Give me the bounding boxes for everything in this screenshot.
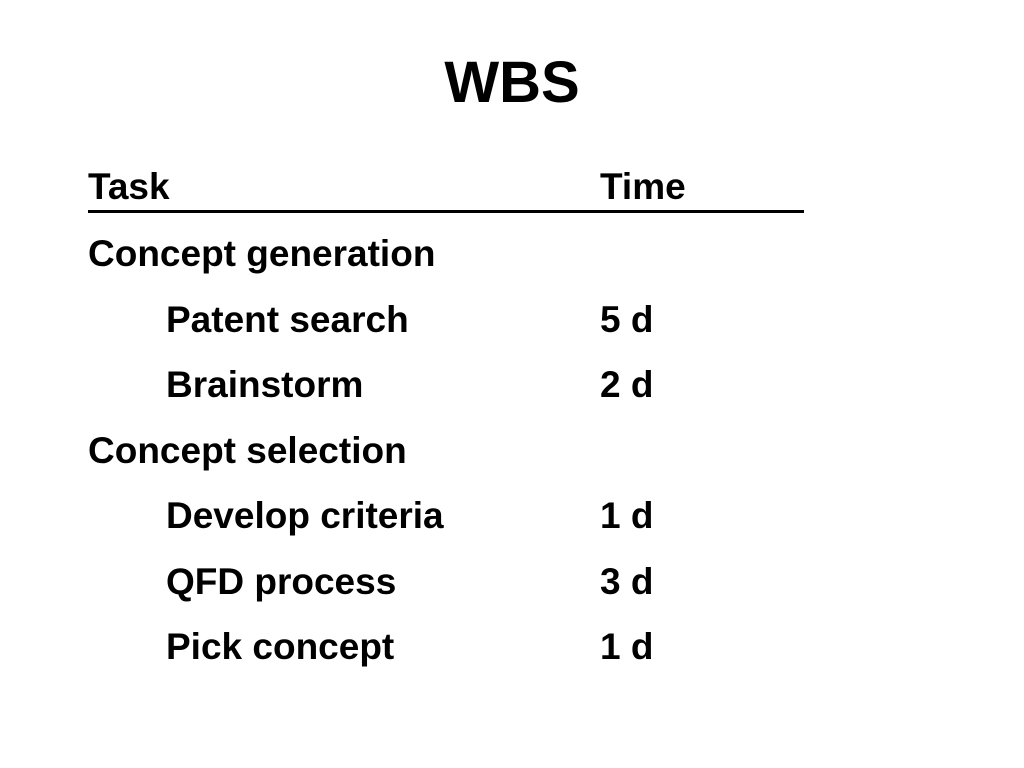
time-label: 1 d — [600, 495, 654, 536]
time-label: 5 d — [600, 298, 654, 340]
table-row: Concept generation — [88, 227, 804, 293]
table-row: Pick concept 1 d — [88, 620, 804, 686]
task-label: Brainstorm — [166, 364, 364, 405]
time-label: 3 d — [600, 560, 654, 602]
wbs-table: Task Time Concept generation Patent sear… — [88, 160, 804, 686]
time-label: 1 d — [600, 626, 654, 667]
table-header: Task Time — [88, 160, 804, 213]
header-time: Time — [600, 166, 686, 207]
task-label: QFD process — [166, 560, 397, 602]
slide-title: WBS — [444, 50, 580, 115]
table-row: Brainstorm 2 d — [88, 358, 804, 424]
table-row: Concept selection — [88, 424, 804, 490]
table-row: QFD process 3 d — [88, 555, 804, 621]
time-label: 2 d — [600, 364, 654, 405]
task-label: Develop criteria — [166, 495, 444, 536]
table-row: Develop criteria 1 d — [88, 489, 804, 555]
task-label: Pick concept — [166, 626, 395, 667]
task-label: Concept generation — [88, 233, 436, 274]
task-label: Patent search — [166, 298, 409, 340]
task-label: Concept selection — [88, 429, 407, 471]
header-task: Task — [88, 166, 170, 207]
table-row: Patent search 5 d — [88, 293, 804, 359]
